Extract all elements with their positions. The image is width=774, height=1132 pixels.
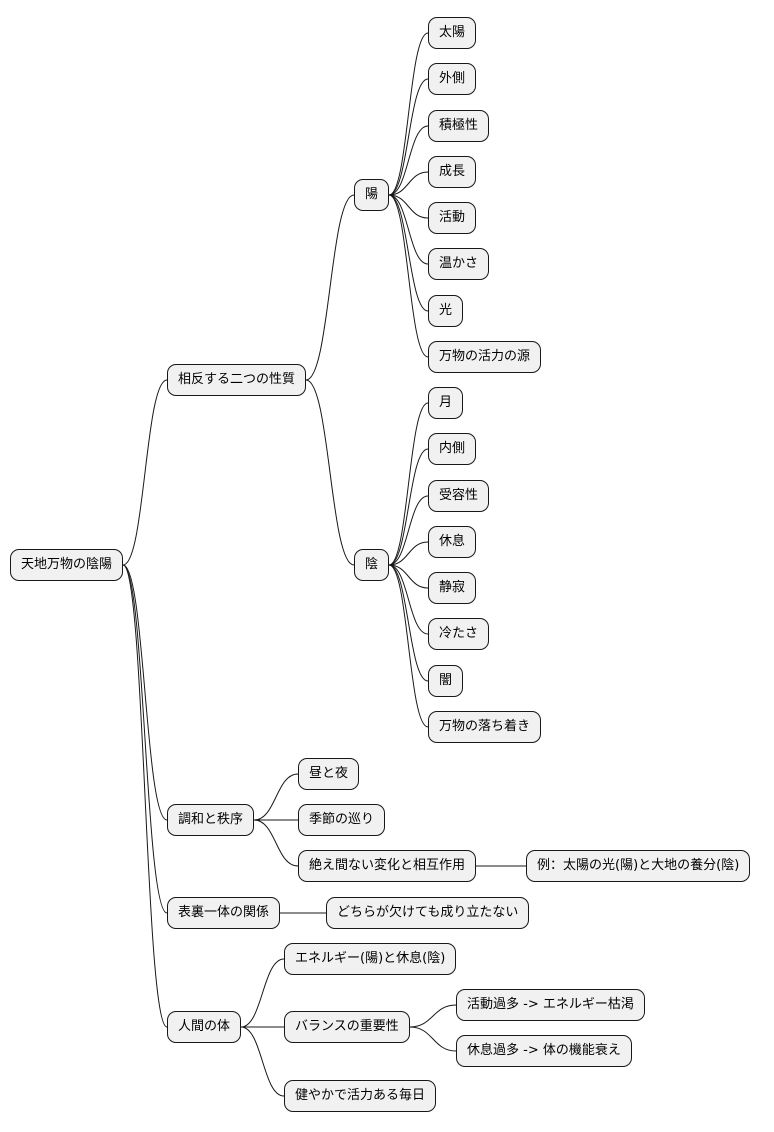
connector-line xyxy=(388,194,429,312)
node-harmony[interactable]: 調和と秩序 xyxy=(167,804,255,836)
connector-line xyxy=(388,125,429,196)
harmony-example[interactable]: 例：太陽の光(陽)と大地の養分(陰) xyxy=(526,850,751,882)
yin-item[interactable]: 月 xyxy=(428,387,464,419)
connector-line xyxy=(388,194,429,265)
yang-item[interactable]: 積極性 xyxy=(428,110,490,142)
connector-line xyxy=(240,1026,285,1097)
harmony-item[interactable]: 昼と夜 xyxy=(298,758,360,790)
connector-line xyxy=(388,541,429,566)
body-healthy[interactable]: 健やかで活力ある毎日 xyxy=(284,1080,437,1112)
connector-line xyxy=(388,564,429,682)
node-properties[interactable]: 相反する二つの性質 xyxy=(167,364,307,396)
yin-item[interactable]: 冷たさ xyxy=(428,618,490,650)
yang-item[interactable]: 万物の活力の源 xyxy=(428,341,542,373)
yin-item[interactable]: 内側 xyxy=(428,433,477,465)
unity-item[interactable]: どちらが欠けても成り立たない xyxy=(326,897,530,929)
connector-line xyxy=(305,194,355,381)
connector-line xyxy=(388,194,429,219)
connector-line xyxy=(388,448,429,566)
connector-line xyxy=(388,564,429,589)
balance-item[interactable]: 休息過多 -> 体の機能衰え xyxy=(456,1035,632,1067)
connector-line xyxy=(122,564,168,914)
connector-line xyxy=(305,379,355,566)
yin-item[interactable]: 休息 xyxy=(428,526,477,558)
body-balance[interactable]: バランスの重要性 xyxy=(284,1011,410,1043)
connector-line xyxy=(388,194,429,358)
connector-line xyxy=(388,564,429,728)
connector-line xyxy=(388,402,429,566)
root-node[interactable]: 天地万物の陰陽 xyxy=(10,549,124,581)
balance-item[interactable]: 活動過多 -> エネルギー枯渇 xyxy=(456,989,645,1021)
connector-line xyxy=(409,1004,457,1028)
node-body[interactable]: 人間の体 xyxy=(167,1011,242,1043)
connector-line xyxy=(388,32,429,196)
yin-item[interactable]: 闇 xyxy=(428,665,464,697)
yin-item[interactable]: 受容性 xyxy=(428,480,490,512)
connector-line xyxy=(253,819,299,867)
connector-line xyxy=(122,564,168,821)
node-unity[interactable]: 表裏一体の関係 xyxy=(167,897,281,929)
connector-line xyxy=(240,958,285,1028)
connector-line xyxy=(122,379,168,566)
yang-item[interactable]: 成長 xyxy=(428,156,477,188)
harmony-item[interactable]: 絶え間ない変化と相互作用 xyxy=(298,850,477,882)
yang-item[interactable]: 光 xyxy=(428,295,464,327)
body-energy[interactable]: エネルギー(陽)と休息(陰) xyxy=(284,943,457,975)
node-yin[interactable]: 陰 xyxy=(354,549,390,581)
yang-item[interactable]: 太陽 xyxy=(428,17,477,49)
connector-line xyxy=(253,773,299,821)
yin-item[interactable]: 万物の落ち着き xyxy=(428,711,542,743)
connector-line xyxy=(388,564,429,635)
connector-line xyxy=(409,1026,457,1052)
connector-line xyxy=(388,78,429,196)
yang-item[interactable]: 温かさ xyxy=(428,248,490,280)
connector-line xyxy=(388,171,429,196)
harmony-item[interactable]: 季節の巡り xyxy=(298,804,386,836)
node-yang[interactable]: 陽 xyxy=(354,179,390,211)
connector-line xyxy=(388,495,429,566)
connector-line xyxy=(122,564,168,1028)
yang-item[interactable]: 外側 xyxy=(428,63,477,95)
yang-item[interactable]: 活動 xyxy=(428,202,477,234)
yin-item[interactable]: 静寂 xyxy=(428,572,477,604)
